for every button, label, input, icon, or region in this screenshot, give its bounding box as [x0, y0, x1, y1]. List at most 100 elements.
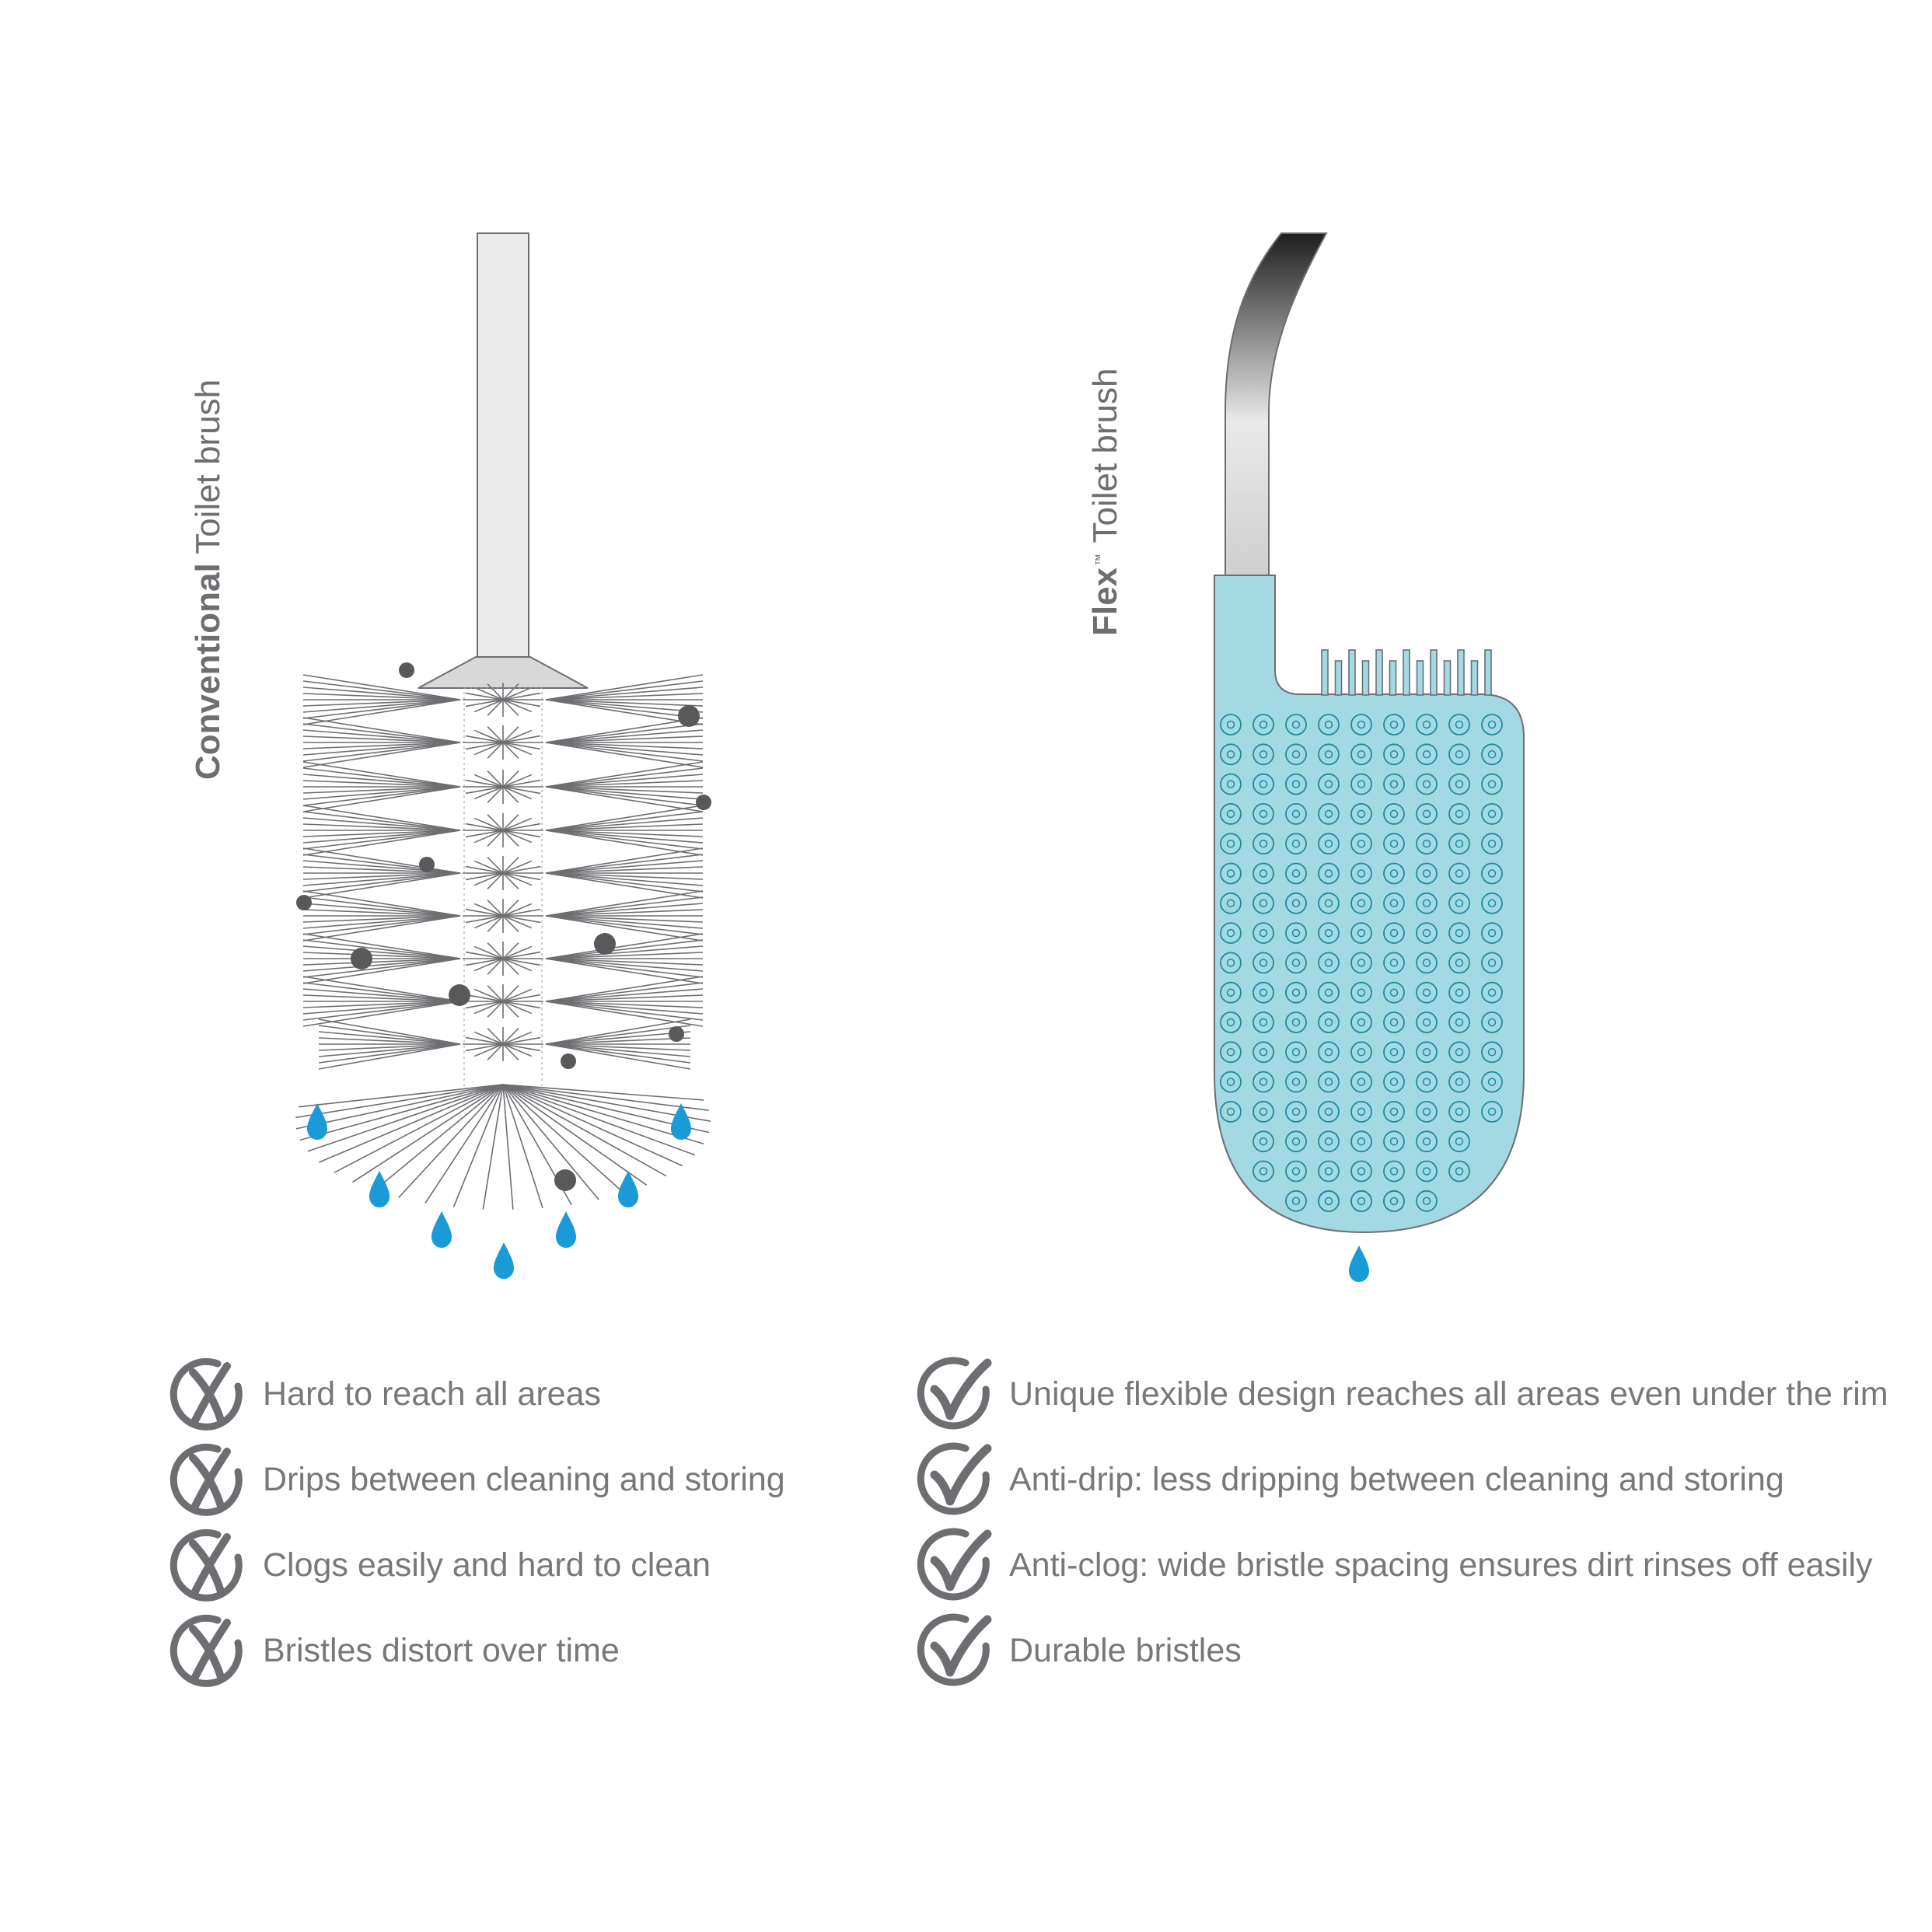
- bristle-nub: [1220, 1041, 1242, 1064]
- conventional-bristles: [295, 674, 711, 1210]
- bristle-nub: [1448, 1041, 1470, 1064]
- feature-text: Durable bristles: [1009, 1631, 1242, 1669]
- bristle-nub: [1318, 1101, 1340, 1123]
- bristle-nub: [1318, 1130, 1340, 1153]
- flex-brush-illustration: [1214, 232, 1525, 1282]
- bristle-nub: [1481, 714, 1503, 735]
- flex-single-drop: [1349, 1245, 1369, 1282]
- comb-bristle: [1389, 660, 1397, 696]
- bristle-nub: [1448, 1011, 1470, 1033]
- bristle-nub: [1448, 714, 1470, 735]
- bristle-nub: [1285, 743, 1307, 766]
- bristle-nub: [1383, 1011, 1405, 1033]
- bristle-nub: [1318, 1190, 1340, 1212]
- feature-text: Bristles distort over time: [263, 1631, 620, 1669]
- feature-item: Anti-drip: less dripping between cleanin…: [916, 1437, 1888, 1522]
- bristle-nub: [1350, 922, 1372, 944]
- feature-item: Anti-clog: wide bristle spacing ensures …: [916, 1522, 1888, 1608]
- bristle-nub: [1318, 892, 1340, 914]
- check-circle-icon: [916, 1441, 994, 1518]
- bristle-nub: [1285, 1071, 1307, 1093]
- conventional-brush-illustration: [295, 232, 711, 1279]
- feature-item: Clogs easily and hard to clean: [169, 1522, 785, 1608]
- bristle-nub: [1481, 892, 1503, 914]
- bristle-nub: [1481, 952, 1503, 974]
- bristle-nub: [1220, 981, 1242, 1004]
- bristle-nub: [1252, 743, 1274, 766]
- bristle-nub: [1416, 1101, 1438, 1123]
- feature-item: Unique flexible design reaches all areas…: [916, 1351, 1888, 1437]
- bristle-nub: [1383, 862, 1405, 885]
- bristle-nub: [1481, 833, 1503, 855]
- bristle-nub: [1383, 981, 1405, 1004]
- flex-label-rest: Toilet brush: [1086, 368, 1124, 543]
- bristle-nub: [1383, 833, 1405, 855]
- bristle-nub: [1481, 922, 1503, 944]
- bristle-nub: [1416, 981, 1438, 1004]
- bristle-nub: [1383, 714, 1405, 735]
- bristle-nub: [1318, 743, 1340, 766]
- bristle-nub: [1318, 1160, 1340, 1183]
- conventional-brush-handle: [477, 232, 529, 666]
- bristle-nub: [1383, 1160, 1405, 1183]
- bristle-nub: [1220, 892, 1242, 914]
- bristle-nub: [1350, 743, 1372, 766]
- bristle-nub: [1350, 773, 1372, 795]
- bristle-nub: [1383, 1101, 1405, 1123]
- bristle-nub: [1448, 743, 1470, 766]
- bristle-nub: [1252, 1071, 1274, 1093]
- flex-trademark: ™: [1094, 553, 1108, 566]
- bristle-nub: [1448, 952, 1470, 974]
- cross-circle-icon: [169, 1612, 247, 1689]
- bristle-nub: [1318, 1011, 1340, 1033]
- bristle-nub: [1416, 803, 1438, 825]
- bristle-nub: [1285, 1160, 1307, 1183]
- bristle-nub: [1481, 743, 1503, 766]
- bristle-nub: [1448, 1071, 1470, 1093]
- bristle-nub: [1220, 833, 1242, 855]
- comb-bristle: [1430, 649, 1438, 696]
- feature-text: Anti-clog: wide bristle spacing ensures …: [1009, 1546, 1873, 1584]
- bristle-tuft: [302, 674, 704, 725]
- cross-circle-icon: [169, 1441, 247, 1518]
- feature-item: Hard to reach all areas: [169, 1351, 785, 1437]
- bristle-nub: [1383, 1190, 1405, 1212]
- bristle-nub: [1285, 714, 1307, 735]
- bristle-nub: [1318, 1041, 1340, 1064]
- comb-bristle: [1334, 660, 1343, 696]
- bristle-tuft: [302, 761, 704, 812]
- bristle-nub: [1220, 1011, 1242, 1033]
- bristle-nub: [1318, 952, 1340, 974]
- bristle-nub: [1416, 952, 1438, 974]
- bristle-nub: [1350, 1160, 1372, 1183]
- bristle-tuft: [302, 890, 704, 942]
- bristle-nub: [1252, 833, 1274, 855]
- bristle-nub: [1350, 1071, 1372, 1093]
- bristle-nub: [1448, 833, 1470, 855]
- bristle-nub: [1448, 1101, 1470, 1123]
- bristle-nub: [1481, 1071, 1503, 1093]
- bristle-nub: [1285, 1190, 1307, 1212]
- comb-bristle: [1470, 660, 1479, 696]
- check-circle-icon: [916, 1526, 994, 1604]
- feature-text: Drips between cleaning and storing: [263, 1460, 785, 1498]
- bristle-tuft: [318, 1018, 691, 1070]
- bristle-nub: [1383, 803, 1405, 825]
- bristle-fan: [295, 1084, 711, 1210]
- bristle-nub: [1252, 714, 1274, 735]
- bristle-nub: [1252, 1101, 1274, 1123]
- bristle-nub: [1416, 773, 1438, 795]
- bristle-nub: [1220, 1101, 1242, 1123]
- bristle-nub: [1350, 981, 1372, 1004]
- bristle-nub: [1318, 981, 1340, 1004]
- flex-feature-list: Unique flexible design reaches all areas…: [916, 1351, 1888, 1693]
- bristle-nub: [1285, 803, 1307, 825]
- bristle-tuft: [302, 976, 704, 1027]
- bristle-nub: [1285, 952, 1307, 974]
- bristle-nub: [1220, 714, 1242, 735]
- bristle-nub: [1252, 1041, 1274, 1064]
- conventional-brush-collar: [417, 656, 589, 689]
- bristle-core: [463, 687, 543, 1093]
- flex-label-bold: Flex: [1086, 567, 1124, 636]
